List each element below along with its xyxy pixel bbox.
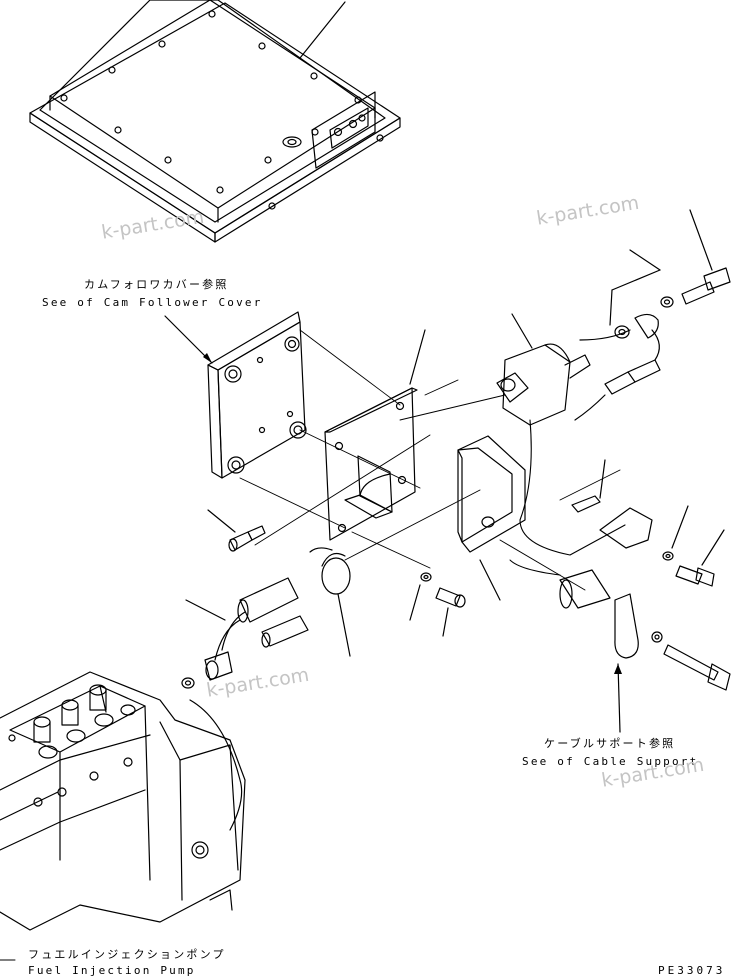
mounting-bracket xyxy=(457,435,526,601)
washer-bolt-right xyxy=(662,505,725,587)
drawing-code: PE33073 xyxy=(658,964,726,977)
cam-cover-callout-jp: カムフォロワカバー参照 xyxy=(84,278,229,291)
o-ring xyxy=(309,547,351,657)
gasket-plate xyxy=(324,329,426,541)
cable-support-callout-jp: ケーブルサポート参照 xyxy=(544,737,676,750)
wire-connector xyxy=(599,507,653,549)
cable-support-leader xyxy=(617,663,621,733)
wire-harness xyxy=(519,419,626,556)
pump-callout-jp: フュエルインジェクションポンプ xyxy=(28,948,226,961)
cable-clip-small xyxy=(571,459,606,513)
cam-cover-leader xyxy=(164,315,213,364)
cover-bolt-holes xyxy=(60,10,384,210)
cam-follower-cover-plate xyxy=(207,311,307,479)
pump-callout-en: Fuel Injection Pump xyxy=(28,964,196,977)
solenoid-valve xyxy=(496,313,591,426)
projection-lines xyxy=(239,329,621,591)
washer-bolt-small xyxy=(409,572,466,637)
harness-upper-right xyxy=(574,209,731,421)
delivery-valve-holders xyxy=(8,684,136,759)
fuel-injection-pump xyxy=(0,671,246,931)
cam-cover-callout-en: See of Cam Follower Cover xyxy=(42,296,263,309)
cable-support-clamp xyxy=(559,569,731,691)
controller-box xyxy=(29,0,401,243)
cable-support-callout-en: See of Cable Support xyxy=(522,755,699,768)
fuel-hose xyxy=(181,577,309,689)
cap-screw-left xyxy=(207,509,266,552)
